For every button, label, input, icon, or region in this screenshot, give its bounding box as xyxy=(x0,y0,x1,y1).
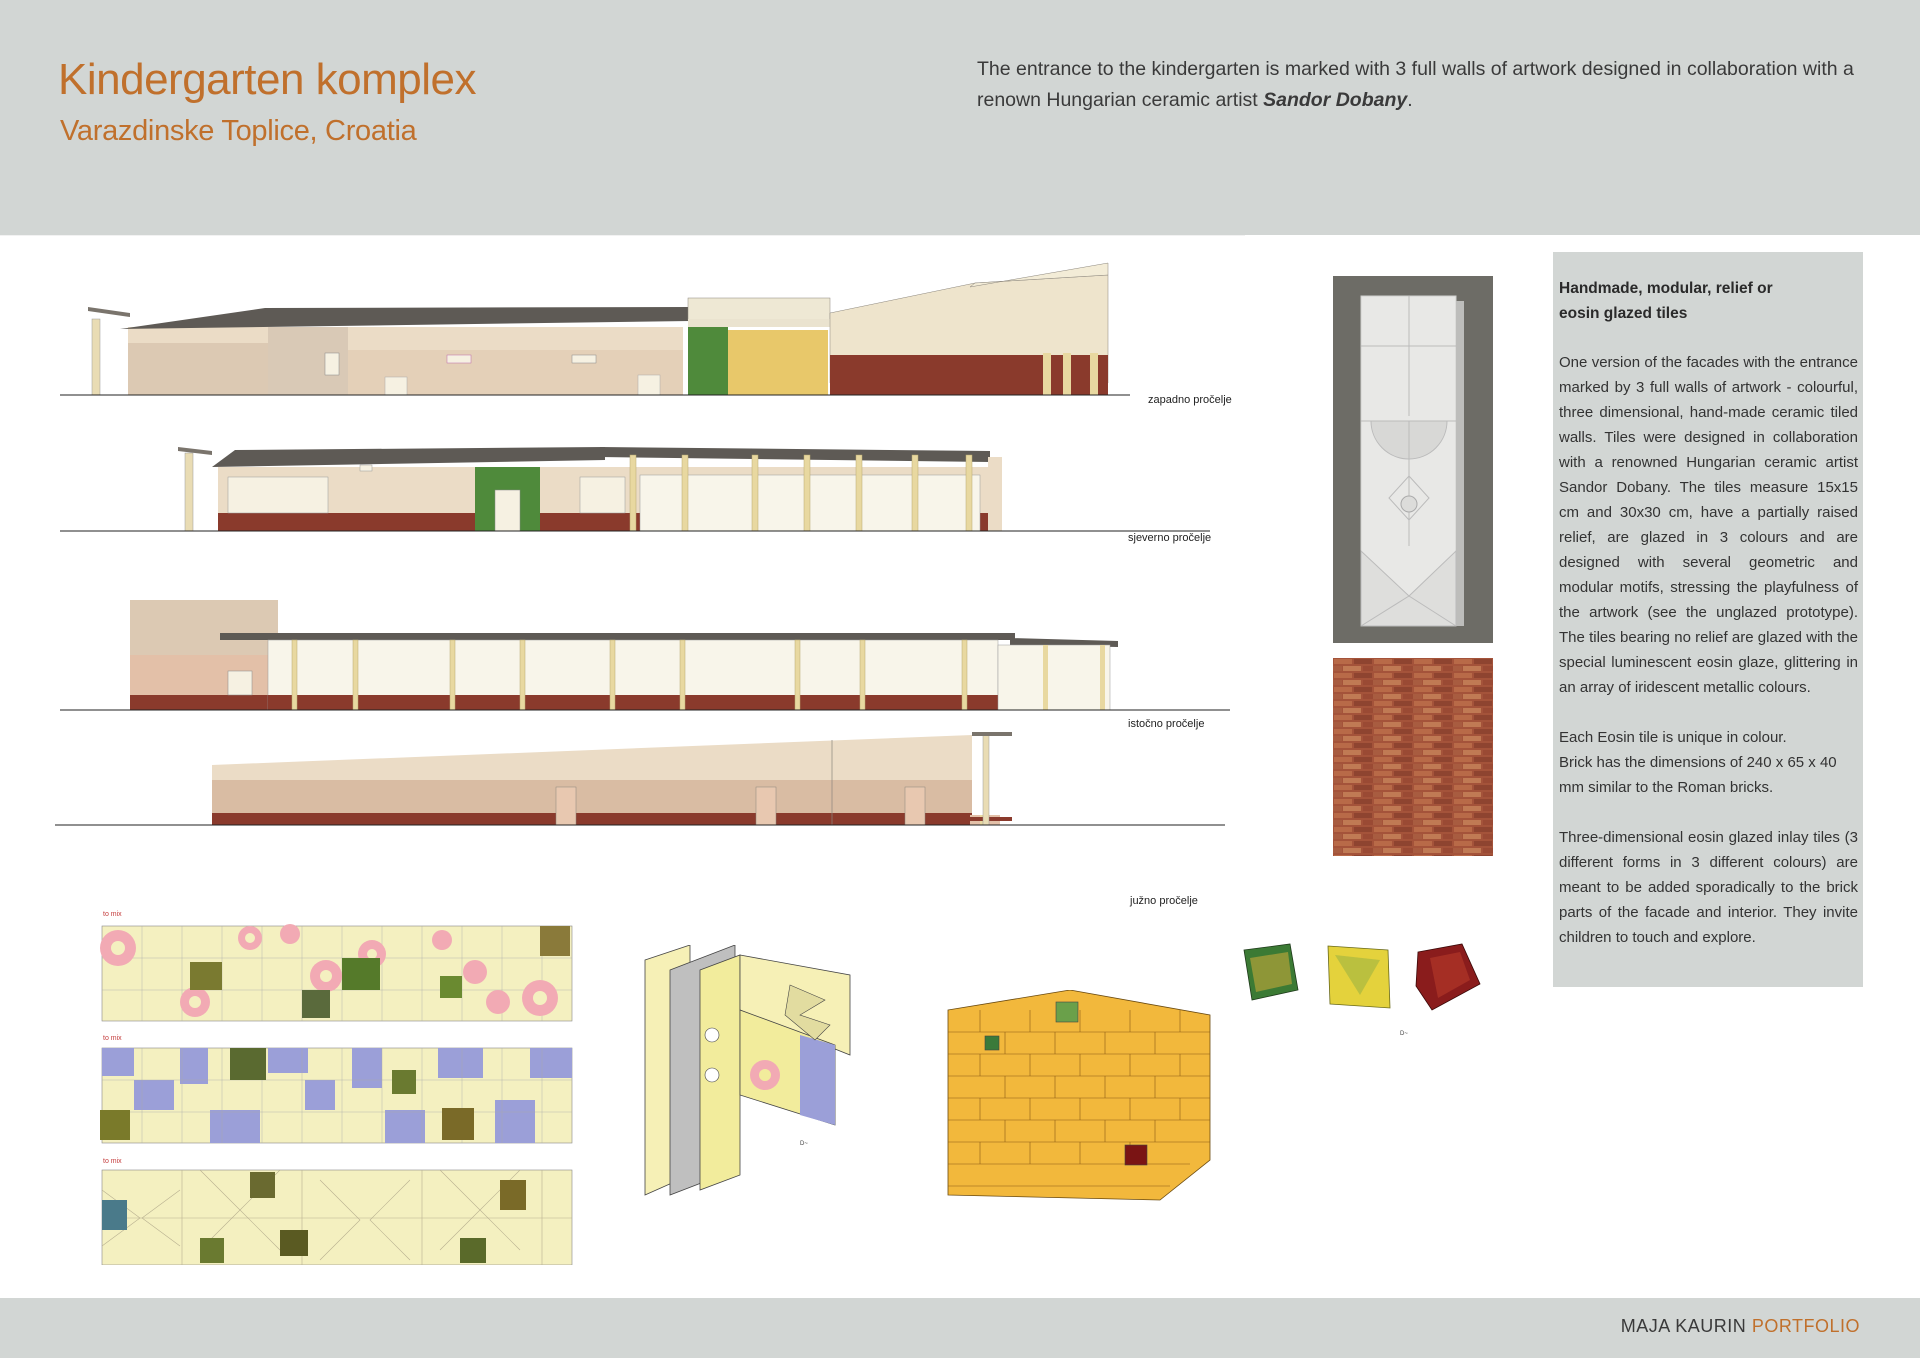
info-paragraph-2b: Brick has the dimensions of 240 x 65 x 4… xyxy=(1559,754,1837,796)
portfolio-signature: MAJA KAURIN PORTFOLIO xyxy=(1621,1316,1860,1337)
pattern-label-pink: to mix xyxy=(103,911,122,918)
wall-relief-drawing: D~ xyxy=(644,945,851,1196)
pattern-strip-blue xyxy=(100,1047,573,1144)
north-elevation xyxy=(60,447,1210,532)
page-title: Kindergarten komplex xyxy=(58,55,477,104)
brick-texture-svg xyxy=(1333,658,1493,856)
info-panel: Handmade, modular, relief or eosin glaze… xyxy=(1553,252,1863,987)
elevation-drawings: zapadno pročelje sjeverno pročelje istoč… xyxy=(0,234,1245,915)
label-south-elevation: južno pročelje xyxy=(1130,895,1198,907)
portfolio-word: PORTFOLIO xyxy=(1751,1316,1860,1336)
author-name: MAJA KAURIN xyxy=(1620,1316,1747,1336)
pattern-label-blue: to mix xyxy=(103,1035,122,1042)
south-elevation xyxy=(55,732,1225,826)
info-title: Handmade, modular, relief or eosin glaze… xyxy=(1559,280,1773,322)
east-elevation xyxy=(60,600,1230,711)
svg-text:D~: D~ xyxy=(800,1141,808,1147)
pattern-strip-chevron xyxy=(101,1169,573,1265)
intro-text-body: The entrance to the kindergarten is mark… xyxy=(977,58,1854,111)
page-subtitle: Varazdinske Toplice, Croatia xyxy=(60,115,417,147)
tile-patterns xyxy=(100,924,573,1265)
footer-band: MAJA KAURIN PORTFOLIO xyxy=(0,1298,1920,1358)
label-east-elevation: istočno pročelje xyxy=(1128,718,1205,730)
west-elevation xyxy=(60,262,1130,396)
intro-text-end: . xyxy=(1407,89,1413,111)
info-paragraph-2a: Each Eosin tile is unique in colour. xyxy=(1559,729,1787,746)
info-paragraph-1: One version of the facades with the entr… xyxy=(1559,354,1858,696)
brick-wall-drawing: D~ xyxy=(947,990,1211,1201)
intro-text: The entrance to the kindergarten is mark… xyxy=(977,54,1862,116)
pattern-label-chevron: to mix xyxy=(103,1158,122,1165)
label-west-elevation: zapadno pročelje xyxy=(1148,394,1232,406)
inlay-tile-samples: D~ xyxy=(1243,943,1481,1037)
svg-text:D~: D~ xyxy=(1400,1031,1408,1037)
pattern-strip-pink xyxy=(100,924,573,1022)
header-band: Kindergarten komplex Varazdinske Toplice… xyxy=(0,0,1920,235)
unglazed-prototype-photo xyxy=(1333,276,1493,643)
intro-artist-name: Sandor Dobany xyxy=(1263,89,1408,111)
info-paragraph-3: Three-dimensional eosin glazed inlay til… xyxy=(1559,829,1858,946)
prototype-relief-svg xyxy=(1360,295,1464,627)
label-north-elevation: sjeverno pročelje xyxy=(1128,532,1212,544)
elevation-svg xyxy=(0,234,1245,826)
brick-texture-photo xyxy=(1333,658,1493,856)
